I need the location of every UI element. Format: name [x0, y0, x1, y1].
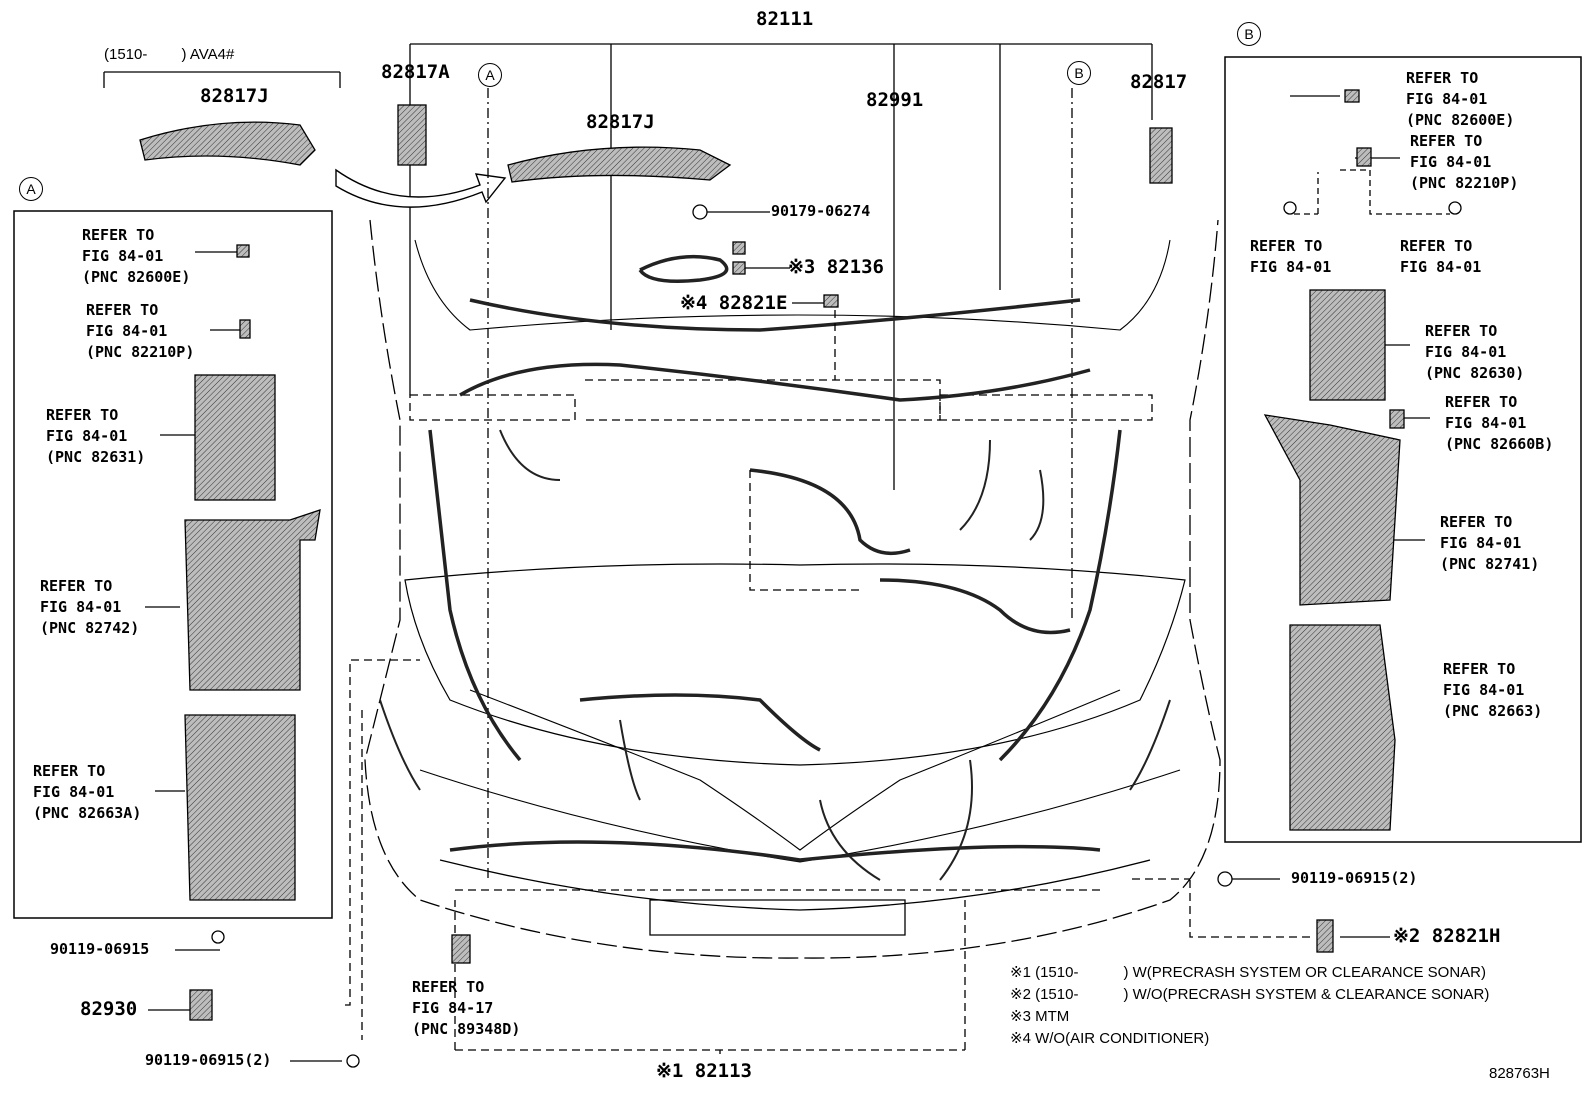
connector-82600E-a	[236, 244, 250, 258]
callout-a-panel: A	[19, 177, 43, 201]
label-82930: 82930	[80, 998, 138, 1020]
part-82817A	[397, 104, 427, 166]
label-90179-06274: 90179-06274	[771, 202, 871, 220]
connector-82210P-a	[239, 319, 251, 339]
connector-82821E	[823, 294, 839, 308]
callout-a-main: A	[478, 63, 502, 87]
note-3: ※3 MTM	[1010, 1008, 1070, 1025]
label-82817A: 82817A	[381, 61, 450, 83]
note-2: ※2 (1510- ) W/O(PRECRASH SYSTEM & CLEARA…	[1010, 986, 1490, 1003]
label-82136: ※3 82136	[788, 256, 884, 278]
note-1: ※1 (1510- ) W(PRECRASH SYSTEM OR CLEARAN…	[1010, 964, 1486, 981]
callout-b-panel: B	[1237, 22, 1261, 46]
figure-id: 828763H	[1489, 1065, 1550, 1082]
label-82817J-left: 82817J	[200, 85, 269, 107]
relay-block-82631	[194, 374, 276, 501]
label-82113: ※1 82113	[656, 1060, 752, 1082]
bracket-82930	[189, 989, 213, 1021]
relay-block-82742	[184, 509, 321, 691]
connector-89348D	[451, 934, 471, 964]
label-82817J-center: 82817J	[586, 111, 655, 133]
cover-82663	[1289, 624, 1396, 831]
note-ava4: (1510- ) AVA4#	[104, 46, 235, 63]
part-82817	[1149, 127, 1173, 184]
label-90119-06915-left: 90119-06915	[50, 940, 150, 958]
bracket-82817J-center	[507, 146, 732, 183]
label-82111: 82111	[756, 8, 814, 30]
label-82991: 82991	[866, 89, 924, 111]
connector-82210P-b	[1356, 147, 1372, 167]
label-90119-06915-right: 90119-06915(2)	[1291, 869, 1418, 887]
connector-82660B	[1389, 409, 1405, 429]
label-90119-06915-bottom: 90119-06915(2)	[145, 1051, 272, 1069]
connector-82821H	[1316, 919, 1334, 953]
connector-82600E-b	[1344, 89, 1360, 103]
relay-block-82741	[1263, 414, 1401, 606]
note-4: ※4 W/O(AIR CONDITIONER)	[1010, 1030, 1210, 1047]
relay-block-82630	[1309, 289, 1386, 401]
callout-b-main: B	[1067, 61, 1091, 85]
bracket-82817J-left	[139, 121, 316, 166]
cover-82663A	[184, 714, 296, 901]
label-82821E: ※4 82821E	[680, 292, 788, 314]
label-82821H: ※2 82821H	[1393, 925, 1501, 947]
label-82817: 82817	[1130, 71, 1188, 93]
